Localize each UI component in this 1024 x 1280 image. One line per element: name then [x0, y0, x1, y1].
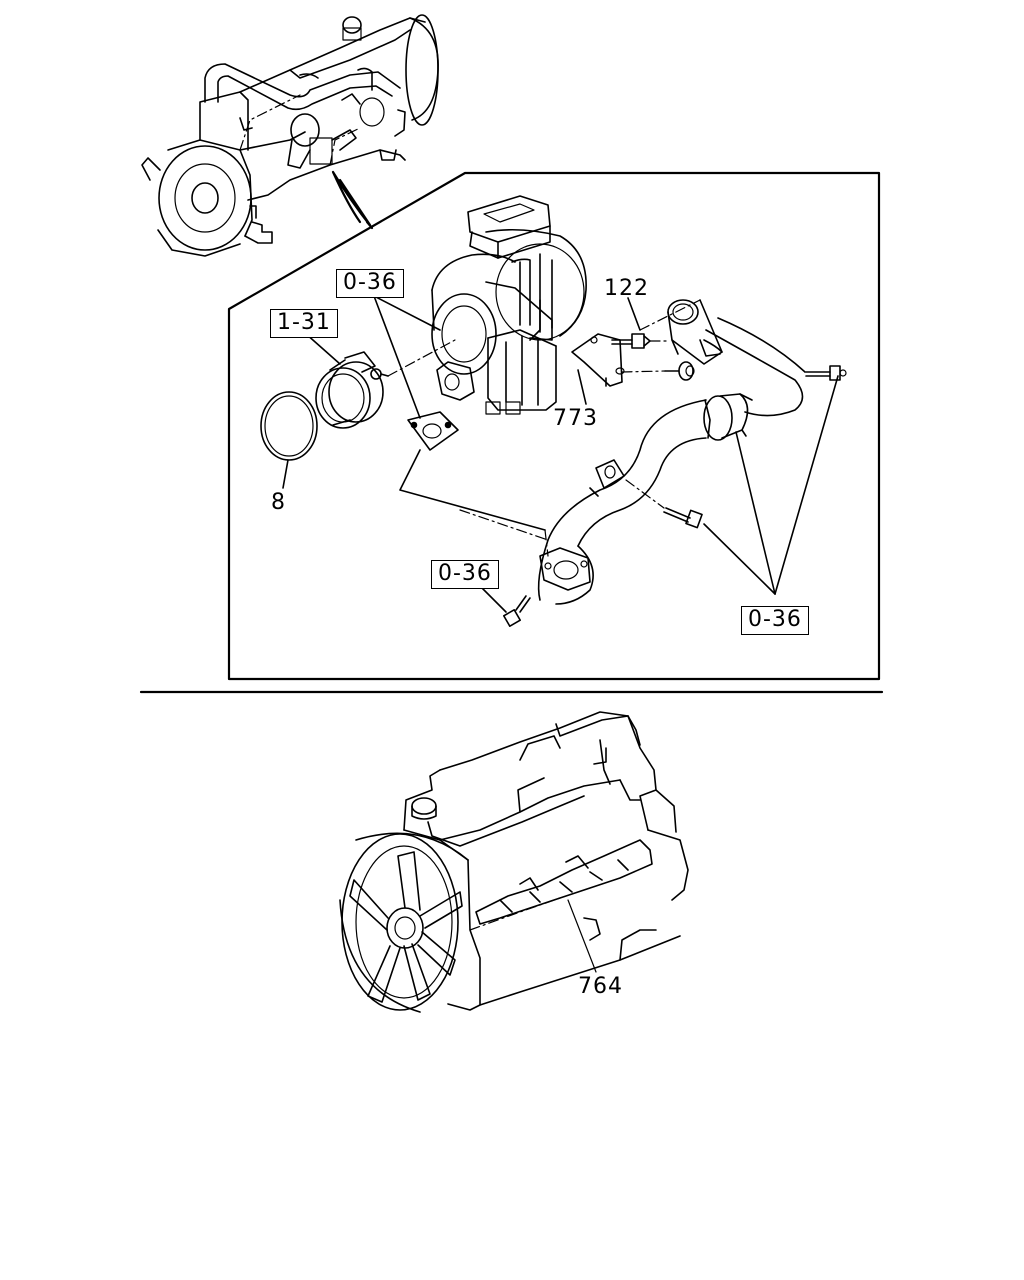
callout-ref-top: 0-36 [336, 269, 404, 298]
callout-heat-shield: 764 [578, 974, 623, 999]
turbocharger [431, 195, 587, 415]
bolt-bottom-left [503, 595, 531, 627]
callout-seal-ring: 8 [271, 490, 286, 515]
detail-leader [331, 170, 374, 230]
seal-ring [260, 391, 318, 461]
leader-lines [282, 295, 839, 613]
bolt-mid [663, 507, 703, 529]
bolt-122 [611, 333, 651, 349]
clamp [315, 351, 389, 429]
callout-ref-left-bottom: 0-36 [431, 560, 499, 589]
callout-ref-right-bottom: 0-36 [741, 606, 809, 635]
callout-bolt: 122 [604, 276, 649, 301]
engine-bottom [339, 711, 689, 1013]
leader-764 [567, 899, 597, 973]
bracket [571, 333, 625, 387]
detail-frame [227, 171, 881, 681]
callout-bracket: 773 [553, 406, 598, 431]
oil-pipe [537, 299, 847, 605]
engine-overview-top [141, 14, 439, 257]
gasket-upper [407, 411, 459, 451]
callout-ref-clamp: 1-31 [270, 309, 338, 338]
